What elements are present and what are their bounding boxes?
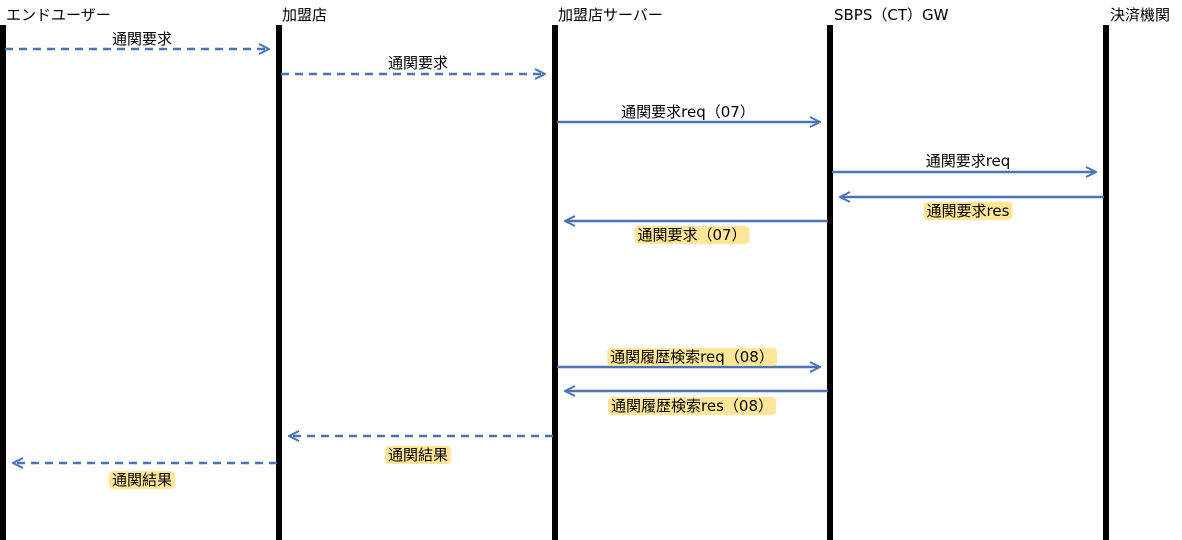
msg-label-6: 通関要求（07）: [634, 226, 750, 244]
msg-label-5: 通関要求res: [923, 202, 1013, 220]
msg-label-3: 通関要求req（07）: [621, 103, 755, 121]
msg-label-2: 通関要求: [387, 54, 449, 72]
actor-merchant-server: 加盟店サーバー: [558, 6, 663, 24]
actor-end-user: エンドユーザー: [6, 6, 111, 24]
msg-label-7: 通関履歴検索req（08）: [607, 348, 777, 366]
msg-label-1: 通関要求: [111, 30, 173, 48]
actor-payment-institution: 決済機関: [1110, 6, 1171, 24]
actor-merchant: 加盟店: [282, 6, 328, 24]
actor-sbps-gw: SBPS（CT）GW: [834, 6, 949, 24]
msg-label-8: 通関履歴検索res（08）: [608, 397, 776, 415]
msg-label-9: 通関結果: [384, 446, 452, 464]
msg-label-4: 通関要求req: [925, 152, 1011, 170]
msg-label-10: 通関結果: [108, 471, 176, 489]
